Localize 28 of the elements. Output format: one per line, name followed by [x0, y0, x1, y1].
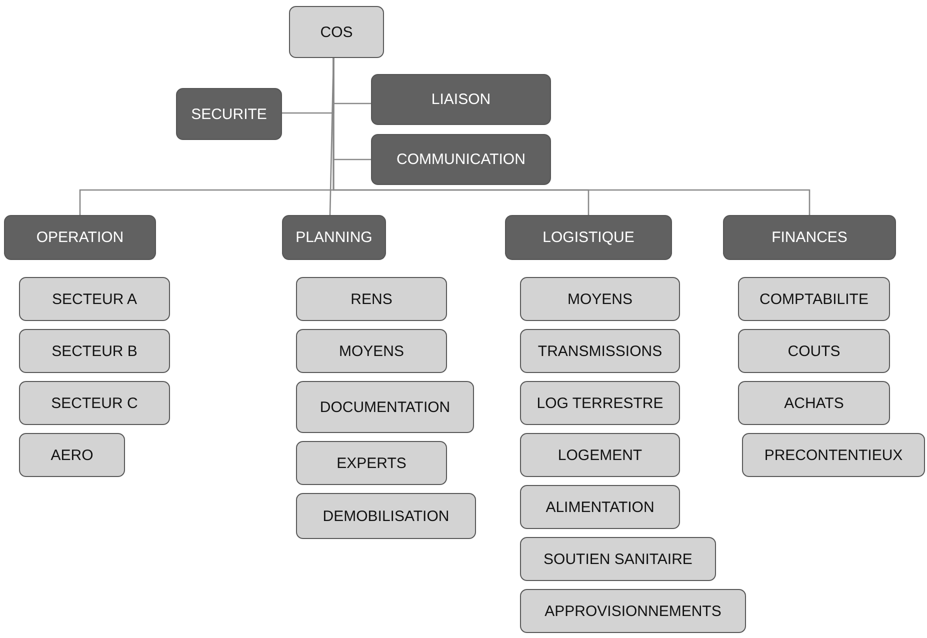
unit-box: LOGEMENT [520, 433, 680, 477]
unit-box: ACHATS [738, 381, 890, 425]
unit-box: PRECONTENTIEUX [742, 433, 925, 477]
department-box: SECURITE [176, 88, 282, 140]
unit-box: SECTEUR B [19, 329, 170, 373]
unit-box: COUTS [738, 329, 890, 373]
department-box: LIAISON [371, 74, 551, 125]
unit-box: ALIMENTATION [520, 485, 680, 529]
department-box: OPERATION [4, 215, 156, 260]
unit-box: DOCUMENTATION [296, 381, 474, 433]
unit-box: SECTEUR A [19, 277, 170, 321]
unit-box: COS [289, 6, 384, 58]
unit-box: APPROVISIONNEMENTS [520, 589, 746, 633]
unit-box: SOUTIEN SANITAIRE [520, 537, 716, 581]
unit-box: MOYENS [296, 329, 447, 373]
unit-box: AERO [19, 433, 125, 477]
unit-box: SECTEUR C [19, 381, 170, 425]
unit-box: RENS [296, 277, 447, 321]
unit-box: EXPERTS [296, 441, 447, 485]
unit-box: MOYENS [520, 277, 680, 321]
department-box: FINANCES [723, 215, 896, 260]
unit-box: DEMOBILISATION [296, 493, 476, 539]
unit-box: LOG TERRESTRE [520, 381, 680, 425]
unit-box: COMPTABILITE [738, 277, 890, 321]
unit-box: TRANSMISSIONS [520, 329, 680, 373]
department-box: COMMUNICATION [371, 134, 551, 185]
department-box: LOGISTIQUE [505, 215, 672, 260]
department-box: PLANNING [282, 215, 386, 260]
